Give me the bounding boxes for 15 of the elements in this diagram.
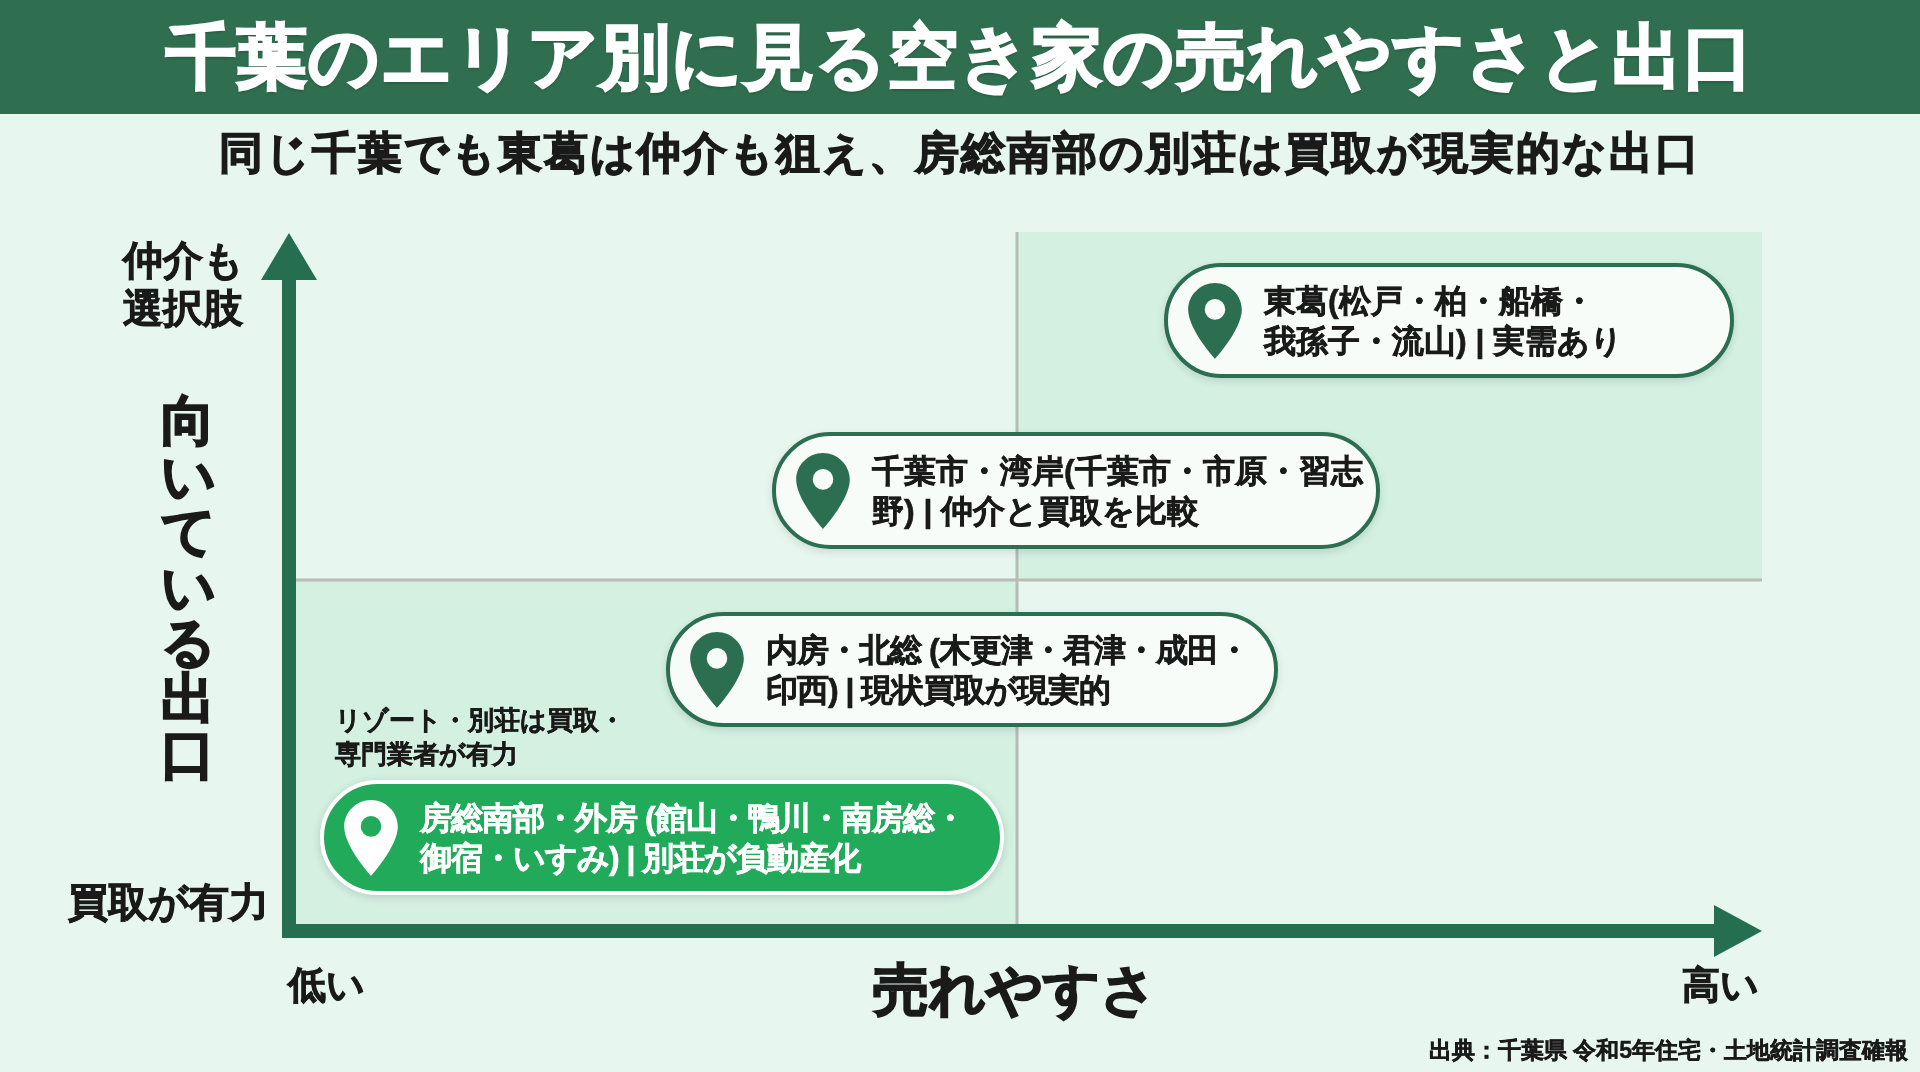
source-note: 出典：千葉県 令和5年住宅・土地統計調査確報 <box>1428 1037 1908 1065</box>
area-label: 房総南部・外房 (館山・鴨川・南房総・御宿・いすみ) | 別荘が負動産化 <box>420 798 966 878</box>
location-pill <box>320 780 1004 895</box>
title: 千葉のエリア別に見る空き家の売れやすさと出口 <box>166 18 1754 96</box>
axis-end-label: 低い <box>287 963 365 1009</box>
note-text: リゾート・別荘は買取・専門業者が有力 <box>335 704 626 771</box>
axis-end-label: 仲介も選択肢 <box>123 237 245 332</box>
axis-title: 向いている出口 <box>159 393 217 783</box>
axis-end-label: 買取が有力 <box>68 879 269 926</box>
axis-end-label: 高い <box>1681 963 1759 1009</box>
area-label: 千葉市・湾岸(千葉市・市原・習志野) | 仲介と買取を比較 <box>872 451 1364 531</box>
axis-title: 売れやすさ <box>873 957 1157 1024</box>
subtitle: 同じ千葉でも東葛は仲介も狙え、房総南部の別荘は買取が現実的な出口 <box>219 126 1701 179</box>
area-label: 東葛(松戸・柏・船橋・我孫子・流山) | 実需あり <box>1264 281 1624 361</box>
area-label: 内房・北総 (木更津・君津・成田・印西) | 現状買取が現実的 <box>766 630 1250 710</box>
